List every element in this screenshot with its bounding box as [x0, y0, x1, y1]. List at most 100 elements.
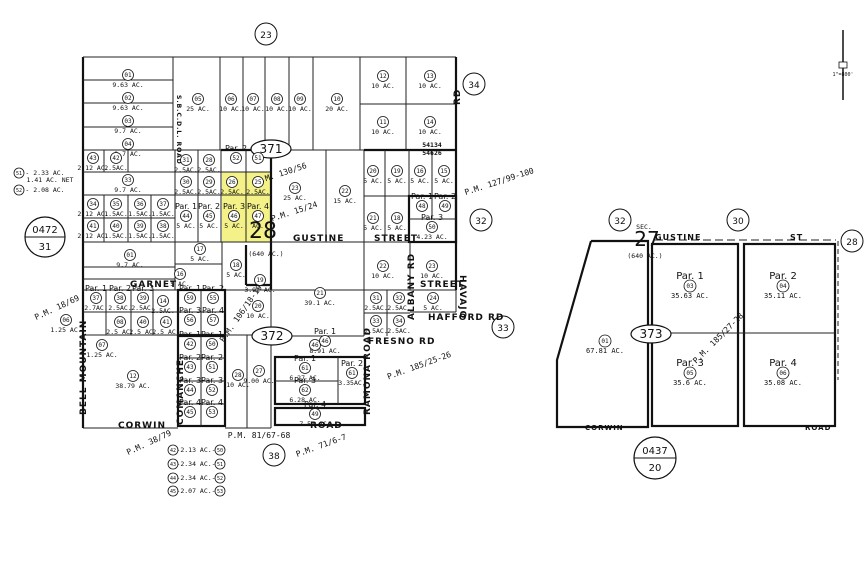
parcel[interactable]: 205 AC.	[363, 165, 383, 186]
parcel[interactable]: Par. 344	[179, 376, 201, 396]
parcel[interactable]: Par. 142	[179, 330, 201, 350]
parcel[interactable]: 029.63 AC.	[112, 92, 144, 113]
parcel[interactable]: Par. 251	[201, 353, 223, 373]
parcel[interactable]: Par. 255	[202, 284, 224, 304]
parcel[interactable]: 46	[309, 339, 321, 351]
parcel[interactable]: 351.5AC.	[104, 198, 128, 219]
parcel[interactable]: Par. 457	[202, 306, 224, 326]
parcel[interactable]: 165 AC.	[170, 268, 190, 289]
parcel[interactable]: 322.5AC.	[387, 292, 411, 313]
book-page-right[interactable]: 0437 20	[633, 436, 677, 480]
parcel[interactable]: 019.7 AC.	[116, 249, 144, 270]
parcel[interactable]: 175 AC.	[190, 243, 210, 264]
parcel[interactable]: Par. 148	[411, 192, 433, 212]
parcel[interactable]: 371.5AC.	[151, 198, 175, 219]
parcel[interactable]: 412.5 AC.	[152, 316, 180, 337]
parcel[interactable]: 402.5 AC.	[129, 316, 157, 337]
map-number-372[interactable]: 372	[251, 326, 293, 346]
parcel[interactable]: 019.63 AC.	[112, 69, 144, 90]
parcel[interactable]: 361.5AC.	[128, 198, 152, 219]
parcel[interactable]: 193.92 AC.	[244, 274, 276, 295]
parcel[interactable]: Par. 445	[179, 398, 201, 418]
parcel[interactable]: 342.5AC.	[387, 315, 411, 336]
parcel[interactable]: 071.25 AC.	[86, 339, 118, 360]
parcel[interactable]: 279.00 AC.	[243, 365, 275, 386]
parcel[interactable]: 51	[252, 152, 264, 164]
parcel[interactable]: 412.12 AC.	[77, 220, 109, 241]
parcel[interactable]: 185 AC.	[226, 259, 246, 280]
parcel[interactable]: Par. 252	[225, 144, 247, 164]
parcel[interactable]: 155 AC.	[434, 165, 454, 186]
parcel[interactable]: Par. 352	[201, 376, 223, 396]
parcel[interactable]: 381.5AC.	[151, 220, 175, 241]
parcel[interactable]: 215 AC.	[363, 212, 383, 233]
parcel[interactable]: 245 AC.	[423, 292, 443, 313]
parcel[interactable]: 401.5AC.	[104, 220, 128, 241]
parcel[interactable]: 061.25 AC.	[50, 314, 82, 335]
parcel[interactable]: Par. 150	[201, 330, 223, 350]
parcel[interactable]: 342.12 AC.	[77, 198, 109, 219]
parcel[interactable]: 312.5AC.	[174, 154, 198, 175]
parcel[interactable]: 391.5AC.	[128, 220, 152, 241]
parcel[interactable]: 185 AC.	[387, 212, 407, 233]
parcel[interactable]: 339.7 AC.	[114, 174, 142, 195]
map-number-373[interactable]: 373	[630, 324, 672, 344]
parcel[interactable]: 292.5AC.	[197, 176, 221, 197]
parcel[interactable]: 432.12 AC.	[77, 152, 109, 173]
parcel[interactable]: 332.5AC.	[364, 315, 388, 336]
parcel[interactable]: 195 AC.	[387, 165, 407, 186]
parcel[interactable]: 252.5AC.	[246, 176, 270, 197]
parcel[interactable]: 262.5AC.	[220, 176, 244, 197]
parcel[interactable]: 302.5AC.	[174, 176, 198, 197]
parcel[interactable]: 422.5AC.	[104, 152, 128, 173]
book-page-left[interactable]: 0472 31	[24, 216, 66, 258]
parcel[interactable]: Par. 356	[179, 306, 201, 326]
parcel[interactable]: Par. 159	[179, 284, 201, 304]
parcel[interactable]: Par. 243	[179, 353, 201, 373]
parcel[interactable]: 039.7 AC.	[114, 115, 142, 136]
parcel[interactable]: Par. 249	[434, 192, 456, 212]
parcel[interactable]: 282.5AC.	[197, 154, 221, 175]
parcel[interactable]: 082.5 AC.	[106, 316, 134, 337]
parcel[interactable]: 312.5AC.	[364, 292, 388, 313]
parcel[interactable]: Par. 453	[201, 398, 223, 418]
parcel[interactable]: 142.5AC.	[151, 295, 175, 316]
parcel[interactable]: 165 AC.	[410, 165, 430, 186]
